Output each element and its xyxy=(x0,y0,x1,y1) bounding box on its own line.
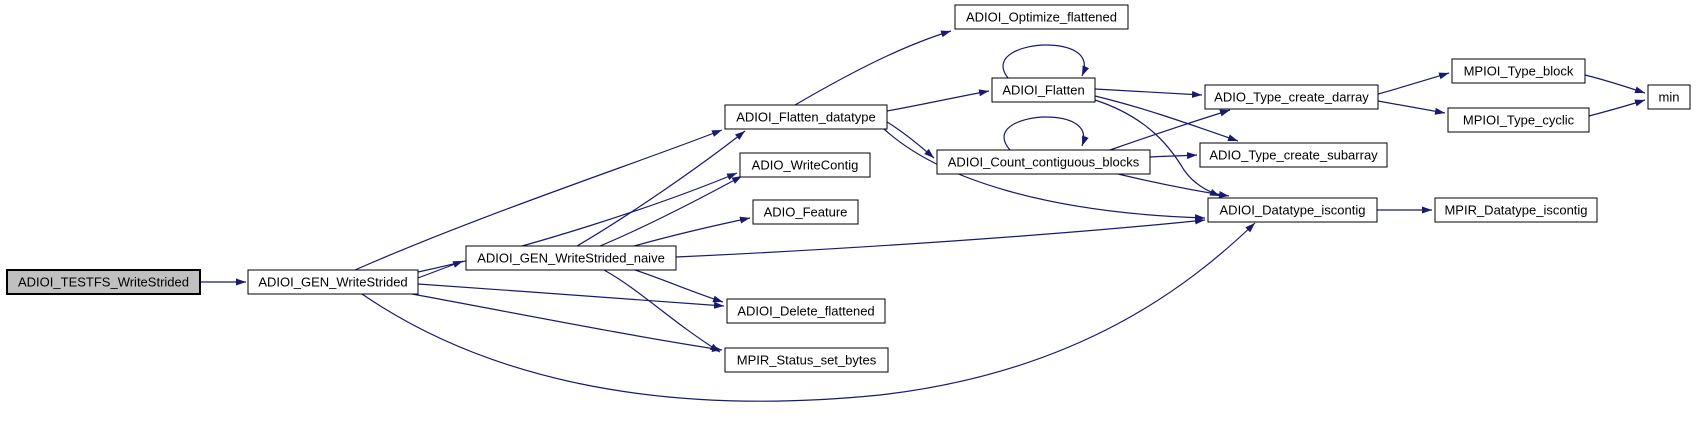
node-naive[interactable]: ADIOI_GEN_WriteStrided_naive xyxy=(465,245,677,271)
node-darray[interactable]: ADIO_Type_create_darray xyxy=(1204,84,1379,110)
node-label-mpir_iscontig: MPIR_Datatype_iscontig xyxy=(1444,203,1587,218)
edge-gen-to-delete_fl xyxy=(417,283,725,309)
node-label-iscontig: ADIOI_Datatype_iscontig xyxy=(1220,203,1366,218)
node-box-cyclic[interactable] xyxy=(1447,107,1590,133)
node-box-testfs[interactable] xyxy=(6,269,201,295)
edge-cyclic-to-min xyxy=(1588,99,1646,117)
node-label-writecontig: ADIO_WriteContig xyxy=(752,158,859,173)
node-label-min: min xyxy=(1659,90,1680,105)
node-label-testfs: ADIOI_TESTFS_WriteStrided xyxy=(18,275,189,290)
node-label-status_bytes: MPIR_Status_set_bytes xyxy=(737,353,877,368)
node-label-naive: ADIOI_GEN_WriteStrided_naive xyxy=(477,251,665,266)
node-label-flatten: ADIOI_Flatten xyxy=(1002,83,1084,98)
node-box-block[interactable] xyxy=(1451,58,1586,84)
edge-count-to-count xyxy=(1003,116,1089,151)
edge-naive-to-iscontig xyxy=(675,217,1206,258)
edge-flatten_dt-to-optimize xyxy=(794,30,952,106)
edge-flatten_dt-to-iscontig xyxy=(883,128,1206,222)
node-count[interactable]: ADIOI_Count_contiguous_blocks xyxy=(936,149,1151,175)
edge-count-to-subarray xyxy=(1149,152,1198,160)
node-block[interactable]: MPIOI_Type_block xyxy=(1451,58,1586,84)
node-iscontig[interactable]: ADIOI_Datatype_iscontig xyxy=(1207,197,1378,223)
node-delete_fl[interactable]: ADIOI_Delete_flattened xyxy=(726,298,886,324)
node-label-flatten_dt: ADIOI_Flatten_datatype xyxy=(736,110,875,125)
edge-flatten-to-darray xyxy=(1094,88,1203,98)
edge-gen-to-status_bytes xyxy=(411,293,723,352)
edge-naive-to-flatten_dt xyxy=(576,130,746,247)
edge-flatten-to-subarray xyxy=(1094,95,1239,142)
node-flatten[interactable]: ADIOI_Flatten xyxy=(991,77,1096,103)
node-box-subarray[interactable] xyxy=(1199,142,1388,168)
node-mpir_iscontig[interactable]: MPIR_Datatype_iscontig xyxy=(1434,197,1598,223)
node-optimize[interactable]: ADIOI_Optimize_flattened xyxy=(954,4,1129,30)
node-writecontig[interactable]: ADIO_WriteContig xyxy=(739,152,871,178)
node-label-optimize: ADIOI_Optimize_flattened xyxy=(966,10,1117,25)
node-box-feature[interactable] xyxy=(752,199,859,225)
edge-flatten_dt-to-count xyxy=(886,121,935,159)
node-testfs[interactable]: ADIOI_TESTFS_WriteStrided xyxy=(6,269,201,295)
node-box-gen[interactable] xyxy=(247,269,419,295)
edge-gen-to-writecontig xyxy=(417,172,738,273)
edge-count-to-iscontig xyxy=(1117,173,1230,198)
node-label-darray: ADIO_Type_create_darray xyxy=(1214,90,1369,105)
edge-naive-to-delete_fl xyxy=(634,269,724,303)
node-label-cyclic: MPIOI_Type_cyclic xyxy=(1463,113,1575,128)
edge-gen-to-flatten_dt xyxy=(354,129,723,271)
node-label-count: ADIOI_Count_contiguous_blocks xyxy=(948,155,1140,170)
node-gen[interactable]: ADIOI_GEN_WriteStrided xyxy=(247,269,419,295)
node-label-block: MPIOI_Type_block xyxy=(1464,64,1574,79)
node-label-delete_fl: ADIOI_Delete_flattened xyxy=(737,304,874,319)
node-box-flatten[interactable] xyxy=(991,77,1096,103)
edge-flatten_dt-to-flatten xyxy=(886,89,990,112)
node-box-flatten_dt[interactable] xyxy=(724,104,888,130)
edge-naive-to-writecontig xyxy=(599,175,743,247)
node-box-darray[interactable] xyxy=(1204,84,1379,110)
edge-naive-to-status_bytes xyxy=(603,269,721,353)
node-label-feature: ADIO_Feature xyxy=(764,205,848,220)
node-box-delete_fl[interactable] xyxy=(726,298,886,324)
node-subarray[interactable]: ADIO_Type_create_subarray xyxy=(1199,142,1388,168)
edge-darray-to-block xyxy=(1377,72,1450,95)
edges-layer xyxy=(200,30,1646,402)
node-box-optimize[interactable] xyxy=(954,4,1129,30)
node-label-subarray: ADIO_Type_create_subarray xyxy=(1209,148,1378,163)
node-box-writecontig[interactable] xyxy=(739,152,871,178)
edge-block-to-min xyxy=(1584,74,1646,94)
node-box-min[interactable] xyxy=(1647,84,1691,110)
node-box-count[interactable] xyxy=(936,149,1151,175)
node-box-naive[interactable] xyxy=(465,245,677,271)
node-min[interactable]: min xyxy=(1647,84,1691,110)
edge-darray-to-cyclic xyxy=(1377,100,1446,115)
node-cyclic[interactable]: MPIOI_Type_cyclic xyxy=(1447,107,1590,133)
edge-flatten-to-flatten xyxy=(1002,44,1090,79)
edge-naive-to-feature xyxy=(633,216,751,247)
node-box-status_bytes[interactable] xyxy=(724,347,889,373)
node-status_bytes[interactable]: MPIR_Status_set_bytes xyxy=(724,347,889,373)
node-flatten_dt[interactable]: ADIOI_Flatten_datatype xyxy=(724,104,888,130)
edge-flatten-to-iscontig xyxy=(1094,99,1221,197)
edge-count-to-darray xyxy=(1109,109,1231,151)
node-label-gen: ADIOI_GEN_WriteStrided xyxy=(258,275,407,290)
nodes-layer: ADIOI_TESTFS_WriteStrided ADIOI_GEN_Write… xyxy=(6,4,1691,373)
node-box-mpir_iscontig[interactable] xyxy=(1434,197,1598,223)
node-box-iscontig[interactable] xyxy=(1207,197,1378,223)
node-feature[interactable]: ADIO_Feature xyxy=(752,199,859,225)
edge-gen-to-iscontig xyxy=(361,222,1256,402)
